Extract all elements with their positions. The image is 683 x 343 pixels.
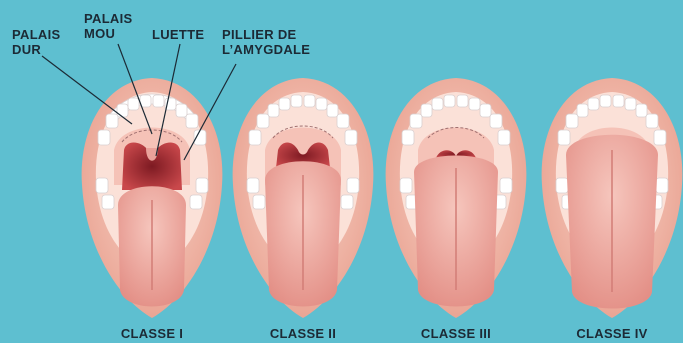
label-pillier-line2: L’AMYGDALE bbox=[222, 42, 310, 57]
class-label-2: CLASSE II bbox=[243, 326, 363, 341]
label-palais-dur-line1: PALAIS bbox=[12, 27, 61, 42]
class-label-4: CLASSE IV bbox=[552, 326, 672, 341]
label-pillier: PILLIER DE L’AMYGDALE bbox=[222, 27, 310, 57]
label-palais-mou-line1: PALAIS bbox=[84, 11, 133, 26]
class-label-3: CLASSE III bbox=[396, 326, 516, 341]
label-pillier-line1: PILLIER DE bbox=[222, 27, 310, 42]
class-label-1: CLASSE I bbox=[92, 326, 212, 341]
mouth-class-4 bbox=[542, 78, 683, 318]
label-palais-dur-line2: DUR bbox=[12, 42, 61, 57]
label-palais-mou: PALAIS MOU bbox=[84, 11, 133, 41]
mouth-class-3 bbox=[386, 78, 527, 318]
label-palais-dur: PALAIS DUR bbox=[12, 27, 61, 57]
label-palais-mou-line2: MOU bbox=[84, 26, 133, 41]
mouth-class-1 bbox=[82, 78, 223, 318]
label-luette: LUETTE bbox=[152, 27, 204, 42]
mouth-class-2 bbox=[233, 78, 374, 318]
